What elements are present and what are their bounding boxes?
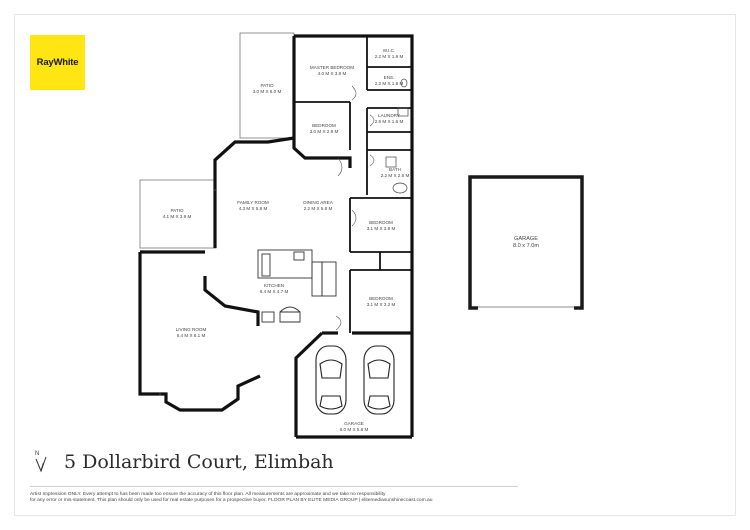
garage-main-dims: 6.0 M X 5.8 M: [340, 427, 369, 432]
kitchen-name: KITCHEN: [264, 283, 284, 288]
bed-top-name: BEDROOM: [312, 123, 336, 128]
kitchen-living-wall: [203, 276, 260, 326]
kitchen-door-frame: [279, 311, 301, 323]
compass-label: N: [35, 451, 39, 457]
door-swings: [335, 85, 375, 331]
door-bed-mid: [351, 209, 357, 227]
interior-walls: [294, 36, 412, 333]
wic-dims: 2.2 M X 1.9 M: [375, 54, 404, 59]
bed-top-dims: 3.0 M X 2.9 M: [310, 129, 339, 134]
living-wall: [138, 252, 261, 412]
patio-left-name: PATIO: [170, 208, 184, 213]
kitchen-island: [261, 253, 271, 277]
kitchen-fridge: [321, 261, 337, 297]
page-frame: [14, 14, 736, 516]
kitchen-pantry: [311, 261, 323, 297]
wic-name: W.I.C.: [383, 48, 396, 53]
dining-dims: 2.2 M X 5.8 M: [304, 206, 333, 211]
master-dims: 4.0 M X 3.8 M: [318, 71, 347, 76]
disclaimer-line-2: for any error or mis-statement. This pla…: [30, 498, 433, 504]
ens-dims: 2.2 M X 1.9 M: [375, 81, 404, 86]
living-name: LIVING ROOM: [176, 327, 207, 332]
bath-name: BATH: [389, 167, 401, 172]
ens-name: ENS.: [384, 75, 395, 80]
door-master: [351, 85, 357, 101]
kitchen-cupboard: [261, 311, 275, 323]
door-bath: [369, 154, 375, 167]
detached-garage-door-gap: [478, 305, 574, 311]
family-bay-wall: [213, 136, 295, 248]
door-bed-top: [337, 157, 343, 177]
bed-low-dims: 3.1 M X 3.2 M: [367, 302, 396, 307]
svg-text:W.I.C.2.2 M X 1.9 M: W.I.C.2.2 M X 1.9 M: [375, 48, 404, 59]
kitchen-sink: [293, 251, 305, 261]
bed-mid-name: BEDROOM: [369, 220, 393, 225]
kitchen-door-swing: [279, 306, 301, 313]
patio-top-dims: 3.0 M X 6.0 M: [253, 89, 282, 94]
laundry-name: LAUNDRY: [378, 113, 400, 118]
logo-text: RayWhite: [36, 57, 79, 68]
living-dims: 6.4 M X 8.1 M: [177, 333, 206, 338]
ensuite-toilet: [400, 78, 408, 88]
cars: [315, 345, 395, 415]
garage-det-name: GARAGE: [514, 236, 538, 242]
disclaimer: Artist Impression ONLY. Every attempt to…: [30, 492, 510, 504]
svg-text:ENS.2.2 M X 1.9 M: ENS.2.2 M X 1.9 M: [375, 75, 404, 86]
kitchen-fittings: [257, 249, 337, 323]
north-arrow-icon: N: [35, 451, 47, 473]
footer-divider: [30, 486, 518, 487]
laundry-tub: [397, 107, 409, 117]
patio-left-dims: 4.1 M X 3.9 M: [163, 214, 192, 219]
door-bed-low: [335, 315, 342, 331]
kitchen-dims: 6.4 M X 4.7 M: [260, 289, 289, 294]
raywhite-logo: RayWhite: [30, 35, 85, 90]
car-right: [363, 345, 395, 415]
door-laundry: [369, 114, 375, 127]
car-left: [315, 345, 347, 415]
bath-tub: [392, 182, 408, 194]
family-dims: 4.3 M X 5.8 M: [239, 206, 268, 211]
garage-det-dims: 8.0 x 7.0m: [513, 243, 539, 249]
dining-name: DINING AREA: [303, 200, 334, 205]
exterior-walls: [138, 34, 414, 439]
bath-dims: 2.2 M X 2.6 M: [381, 173, 410, 178]
master-name: MASTER BEDROOM: [310, 65, 354, 70]
bedroom-top-wall: [292, 102, 352, 168]
windows: [159, 189, 216, 396]
patio-top-name: PATIO: [260, 83, 274, 88]
bed-low-name: BEDROOM: [369, 296, 393, 301]
east-wall: [294, 34, 414, 437]
garage-main-name: GARAGE: [344, 421, 364, 426]
laundry-dims: 2.6 M X 1.6 M: [375, 119, 404, 124]
family-name: FAMILY ROOM: [237, 200, 269, 205]
garage-west-wall: [294, 331, 324, 437]
bed-mid-dims: 3.1 M X 3.9 M: [367, 226, 396, 231]
disclaimer-line-1: Artist Impression ONLY. Every attempt to…: [30, 492, 386, 497]
bath-fixtures: [385, 78, 409, 194]
bath-shower: [385, 156, 397, 168]
property-address: 5 Dollarbird Court, Elimbah: [64, 451, 334, 473]
